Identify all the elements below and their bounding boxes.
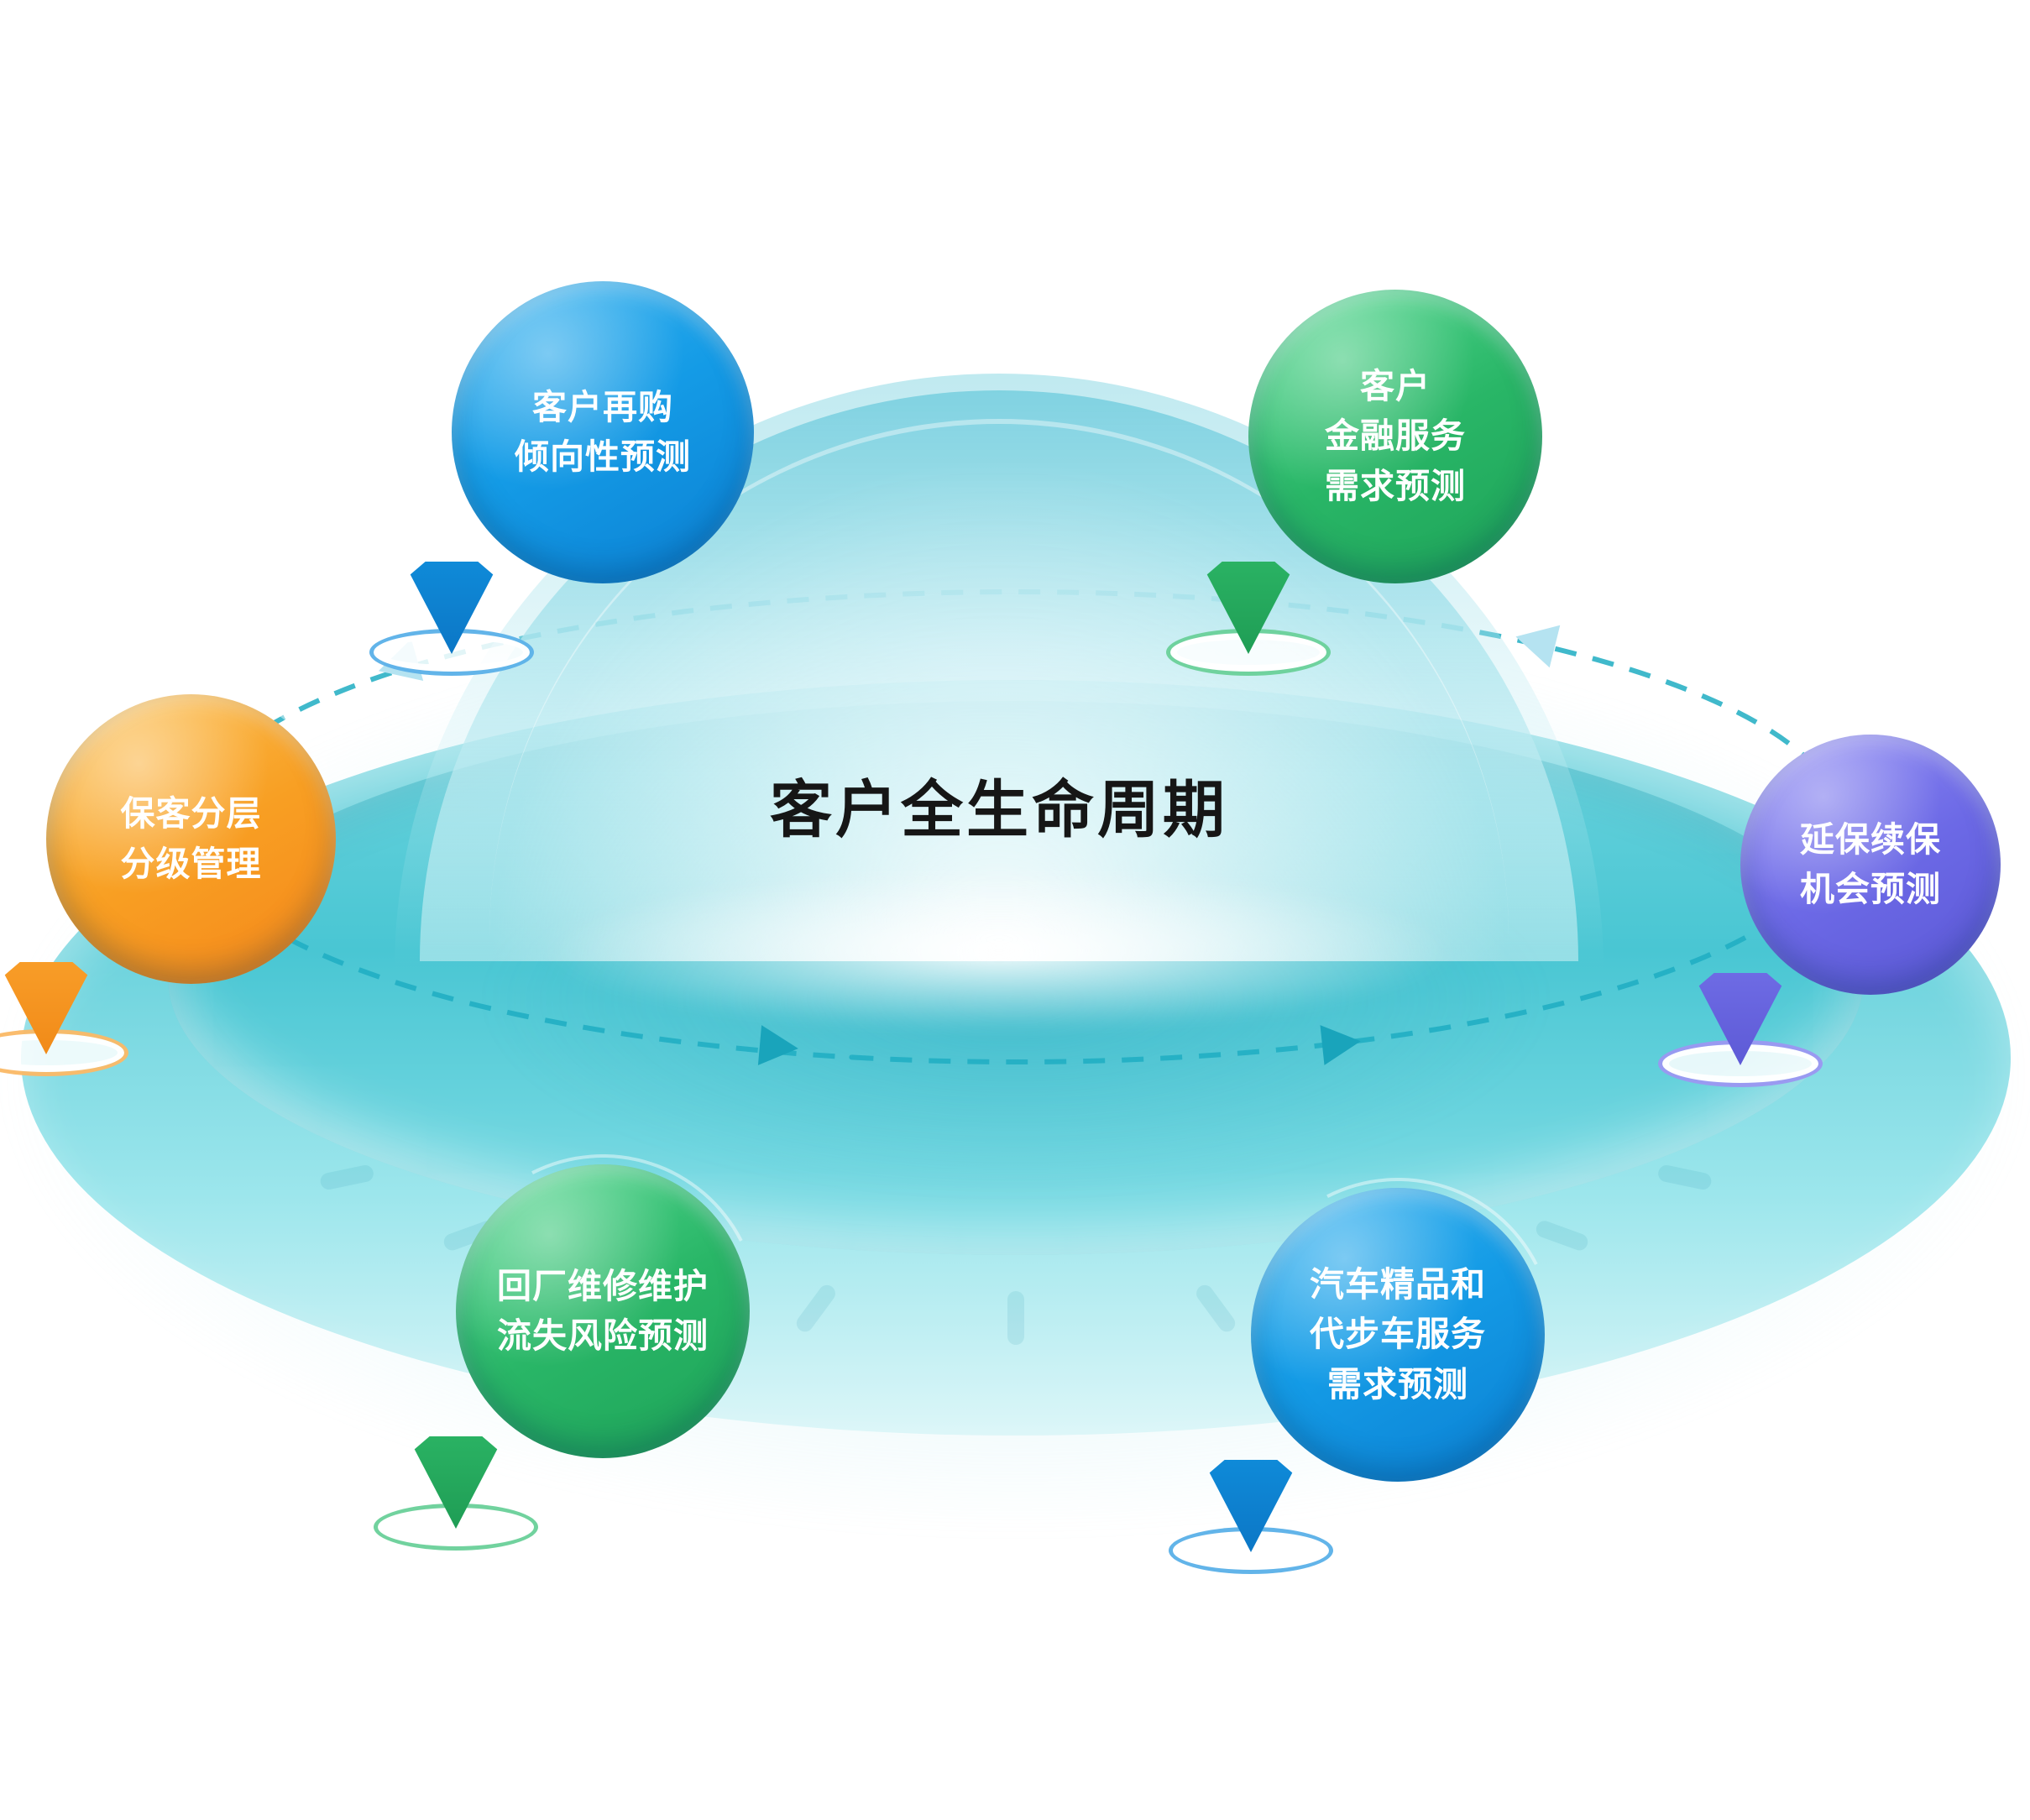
balloon-line: 机会预测 [1800,870,1941,908]
dome-base-glow [537,869,1461,1033]
disc-tick [793,1281,839,1336]
balloon-circle: 客户 金融服务 需求预测 [1248,290,1542,583]
disc-tick [1193,1281,1239,1336]
balloon-line: 金融服务 [1325,416,1466,456]
disc-tick [318,1164,375,1191]
balloon-label: 回厂维修维护 流失风险预测 [456,1164,750,1458]
balloon-label: 保客分层 分级管理 [46,694,336,984]
balloon-line: 延保续保 [1800,819,1941,859]
balloon-circle: 客户再购 倾向性预测 [452,281,754,583]
balloon-label: 客户再购 倾向性预测 [452,281,754,583]
balloon-line: 汽车精品和 [1310,1264,1486,1304]
balloon-circle: 汽车精品和 代步车服务 需求预测 [1251,1188,1545,1482]
balloon-label: 客户 金融服务 需求预测 [1248,290,1542,583]
balloon-circle: 保客分层 分级管理 [46,694,336,984]
balloon-line: 保客分层 [120,794,262,834]
balloon-label: 延保续保 机会预测 [1740,735,2001,995]
balloon-label: 汽车精品和 代步车服务 需求预测 [1251,1188,1545,1482]
balloon-line: 回厂维修维护 [497,1266,709,1305]
balloon-line: 需求预测 [1325,466,1466,505]
balloon-circle: 延保续保 机会预测 [1740,735,2001,995]
balloon-line: 需求预测 [1327,1364,1468,1404]
balloon-line: 代步车服务 [1310,1315,1486,1354]
balloon-line: 分级管理 [120,844,262,883]
balloon-line: 客户 [1360,366,1431,405]
balloon-base-ring [0,1029,128,1076]
balloon-line: 客户再购 [532,387,673,426]
disc-tick [1007,1291,1024,1345]
balloon-line: 流失风险预测 [497,1316,709,1355]
balloon-circle: 回厂维修维护 流失风险预测 [456,1164,750,1458]
disc-tick [1656,1164,1713,1191]
diagram-title: 客户全生命周期 [770,775,1228,845]
balloon-line: 倾向性预测 [515,437,691,476]
